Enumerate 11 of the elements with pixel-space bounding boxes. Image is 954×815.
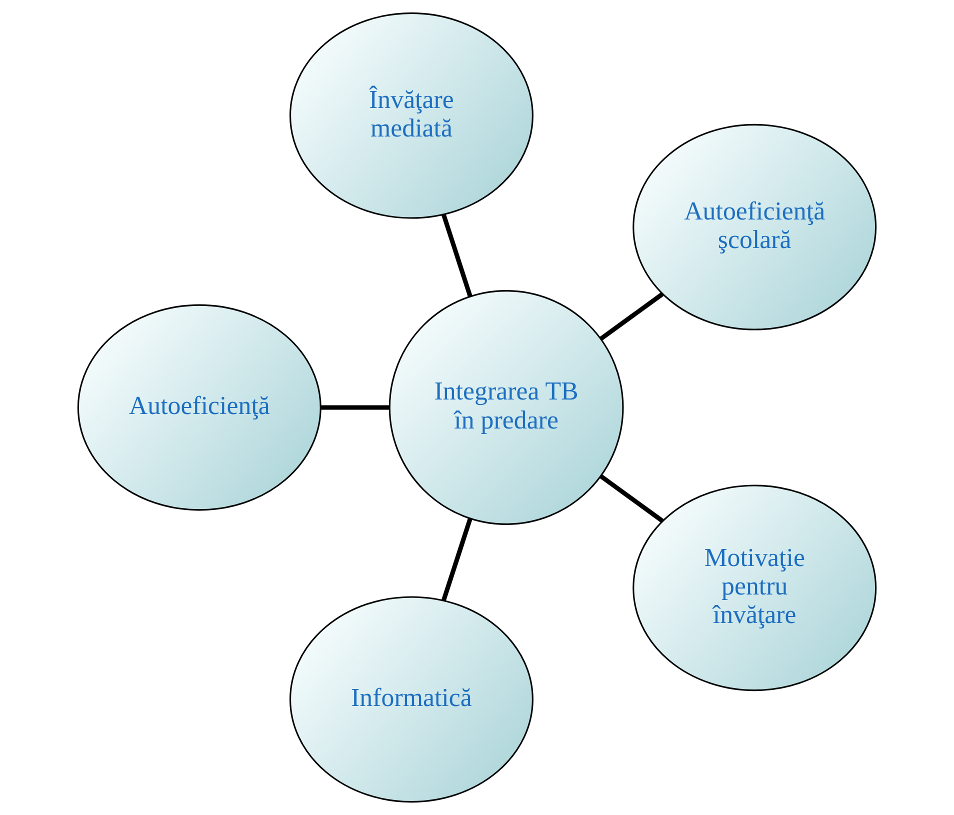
node-ellipse: Autoeficienţă şcolară [632,124,877,330]
node-ellipse: Motivaţie pentru învăţare [632,484,877,692]
connector [441,518,472,602]
connector [321,405,390,410]
node-ellipse: Învăţare mediată [289,12,534,219]
connector [600,474,664,523]
node-ellipse: Informatică [289,596,534,803]
connector [441,214,472,298]
connector [600,292,664,341]
node-circle: Integrarea TB în predare [388,290,624,525]
node-ellipse: Autoeficienţă [77,304,322,511]
